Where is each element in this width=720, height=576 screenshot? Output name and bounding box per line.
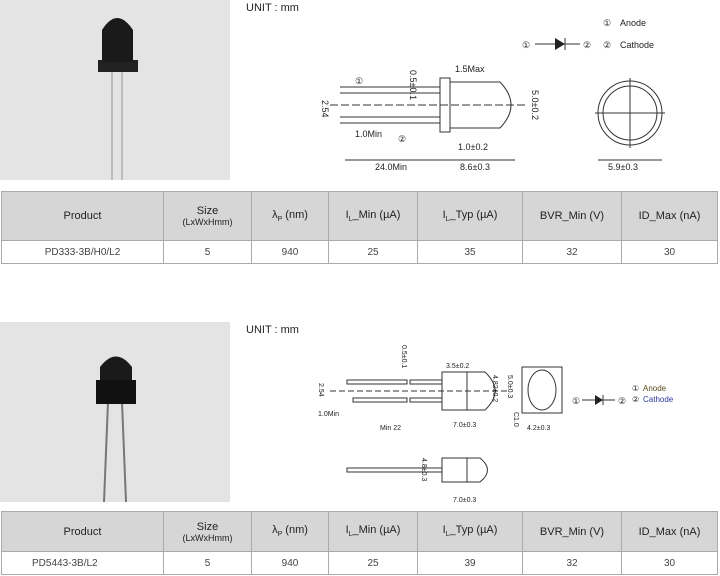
col-product: Product [1, 511, 164, 552]
photodiode-image [96, 356, 136, 503]
col-bvr: BVR_Min (V) [522, 511, 622, 552]
cell-il-typ: 39 [417, 551, 523, 575]
dim-label: 4.8±0.3 [420, 458, 427, 481]
cell-id-max: 30 [621, 240, 718, 264]
cell-lambda: 940 [251, 551, 329, 575]
dim-label: 4.82±0.2 [491, 375, 498, 402]
cathode-label: Cathode [620, 40, 654, 50]
product-photo-pd5443 [0, 322, 230, 503]
cell-il-typ: 35 [417, 240, 523, 264]
col-il-typ: IL_Typ (µA) [417, 191, 523, 241]
dim-label: 0.5±0.1 [408, 70, 418, 100]
dim-label: 8.6±0.3 [460, 162, 490, 172]
col-size: Size(LxWxHmm) [163, 191, 252, 241]
col-bvr: BVR_Min (V) [522, 191, 622, 241]
photodiode-image [98, 18, 138, 180]
cathode-label: Cathode [643, 395, 674, 404]
col-lambda: λP (nm) [251, 511, 329, 552]
cell-product: PD333-3B/H0/L2 [1, 240, 164, 264]
dim-label: 5.9±0.3 [608, 162, 638, 172]
legend-pin2: ② [632, 395, 639, 404]
cell-size: 5 [163, 551, 252, 575]
product-photo-pd333 [0, 0, 230, 180]
cell-il-min: 25 [328, 240, 418, 264]
col-id: ID_Max (nA) [621, 511, 718, 552]
col-lambda: λP (nm) [251, 191, 329, 241]
unit-label: UNIT : mm [246, 2, 299, 14]
col-id: ID_Max (nA) [621, 191, 718, 241]
col-il-typ: IL_Typ (µA) [417, 511, 523, 552]
dim-label: 7.0±0.3 [453, 497, 476, 504]
col-size: Size(LxWxHmm) [163, 511, 252, 552]
col-il-min: IL_Min (µA) [328, 511, 418, 552]
anode-label: Anode [620, 18, 646, 28]
dim-label: 7.0±0.3 [453, 422, 476, 429]
col-il-min: IL_Min (µA) [328, 191, 418, 241]
dim-label: Min 22 [380, 425, 401, 432]
pin2-label: ② [583, 40, 591, 50]
cell-product: PD5443-3B/L2 [1, 551, 164, 575]
cell-lambda: 940 [251, 240, 329, 264]
dim-label: 1.0Min [355, 129, 382, 139]
legend-pin2: ② [603, 40, 611, 50]
legend-pin1: ① [603, 18, 611, 28]
spec-table-2: Product Size(LxWxHmm) λP (nm) IL_Min (µA… [1, 511, 718, 575]
col-product: Product [1, 191, 164, 241]
pin1-label: ① [522, 40, 530, 50]
dim-label: 5.0±0.3 [506, 375, 513, 398]
table-row: PD5443-3B/L2 5 940 25 39 32 30 [1, 551, 718, 575]
cell-size: 5 [163, 240, 252, 264]
dim-label: 5.0±0.2 [530, 90, 540, 120]
cell-il-min: 25 [328, 551, 418, 575]
cell-bvr: 32 [522, 240, 622, 264]
dim-label: 1.0±0.2 [458, 142, 488, 152]
pin1-label: ① [572, 396, 580, 406]
pin2-label: ② [398, 134, 406, 144]
dim-label: 1.0Min [318, 411, 339, 418]
dim-label: 3.5±0.2 [446, 363, 469, 370]
table-row: PD333-3B/H0/L2 5 940 25 35 32 30 [1, 240, 718, 264]
dim-label: 24.0Min [375, 162, 407, 172]
dim-label: C1.0 [512, 412, 519, 427]
unit-label: UNIT : mm [246, 324, 299, 336]
spec-table-1: Product Size(LxWxHmm) λP (nm) IL_Min (µA… [1, 191, 718, 264]
pin2-label: ② [618, 396, 626, 406]
cell-bvr: 32 [522, 551, 622, 575]
dimension-drawing-1: ① ② 0.5±0.1 1.5Max 2.54 1.0Min 1.0±0.2 2… [320, 18, 665, 172]
dimension-drawing-2: 2.54 1.0Min Min 22 0.5±0.1 3.5±0.2 7.0±0… [317, 345, 674, 504]
dim-label: 4.2±0.3 [527, 425, 550, 432]
dim-label: 2.54 [320, 100, 330, 118]
pin1-label: ① [355, 76, 363, 86]
anode-label: Anode [643, 384, 667, 393]
dim-label: 2.54 [317, 383, 324, 397]
legend-pin1: ① [632, 384, 639, 393]
dim-label: 1.5Max [455, 64, 485, 74]
cell-id-max: 30 [621, 551, 718, 575]
dim-label: 0.5±0.1 [400, 345, 407, 368]
